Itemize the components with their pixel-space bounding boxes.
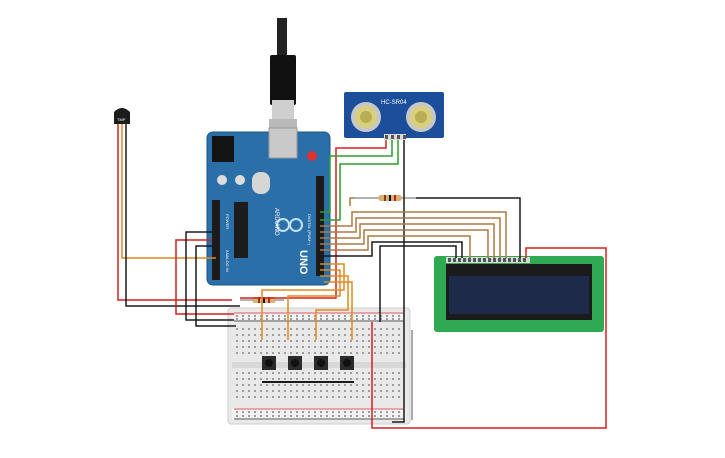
wire-lcd-rs: [320, 235, 471, 258]
ultrasonic-label: HC-SR04: [381, 100, 407, 106]
pushbutton-1[interactable]: [262, 356, 276, 370]
wire-lcd-en: [320, 241, 463, 258]
pushbutton-2[interactable]: [288, 356, 302, 370]
wire-gnd-1: [185, 231, 234, 321]
wire-backlight: [416, 197, 521, 258]
wire-us-vcc: [240, 140, 387, 299]
ultrasonic-pin-header: [385, 135, 406, 139]
wire-btn-1: [261, 263, 345, 340]
wire-temp-signal: [121, 124, 216, 259]
wire-lcd-3: [320, 223, 495, 258]
analog-header-label: ANALOG IN: [225, 250, 230, 272]
board-name-label: UNO: [297, 250, 309, 275]
lcd-pin-header: [448, 258, 526, 262]
wire-us-echo: [320, 140, 399, 221]
wire-lcd-1: [320, 211, 507, 258]
lcd-16x2-display[interactable]: [434, 256, 604, 332]
arduino-logo: [276, 218, 303, 232]
resistor-lcd-backlight[interactable]: [355, 195, 416, 201]
pushbutton-3[interactable]: [314, 356, 328, 370]
wire-btn-4: [324, 281, 353, 340]
temperature-sensor[interactable]: TMP: [114, 108, 130, 124]
wire-5v: [175, 239, 234, 315]
wire-btn-2: [287, 269, 341, 340]
usb-cable: [269, 18, 297, 131]
ultrasonic-sensor[interactable]: HC-SR04: [344, 92, 444, 140]
wire-us-trig: [320, 140, 393, 213]
wire-lcd-gnd: [379, 245, 457, 322]
wire-gnd-2: [195, 245, 236, 327]
wire-backlight-2: [349, 197, 355, 206]
wire-temp-vcc: [117, 124, 232, 301]
board-brand-label: ARDUINO: [273, 208, 279, 236]
temp-sensor-label: TMP: [117, 117, 126, 122]
arduino-uno-board[interactable]: UNO ARDUINO DIGITAL (PWM~) ANALOG IN POW…: [206, 127, 331, 286]
wires: [117, 124, 607, 429]
wire-lcd-vcc: [371, 247, 607, 429]
wire-us-gnd: [392, 140, 405, 423]
wire-lcd-4: [320, 229, 489, 258]
wire-btn-3: [315, 275, 349, 340]
digital-header-label: DIGITAL (PWM~): [307, 214, 312, 246]
power-header-label: POWER: [225, 214, 230, 229]
wire-temp-gnd: [125, 124, 240, 307]
pushbutton-4[interactable]: [340, 356, 354, 370]
wire-lcd-2: [320, 217, 501, 258]
